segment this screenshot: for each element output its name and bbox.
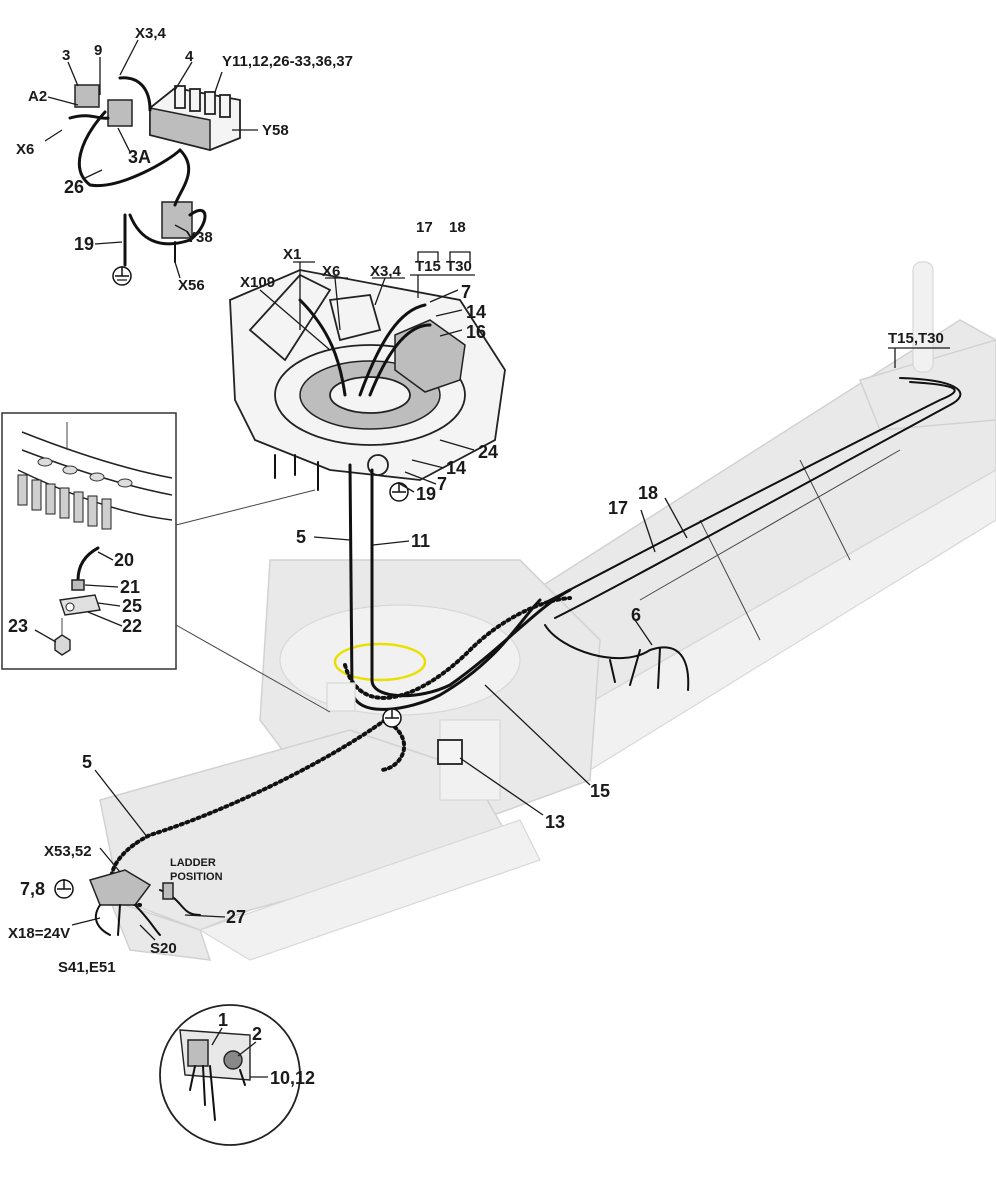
label-15: 15 xyxy=(590,781,610,801)
label-20: 20 xyxy=(114,550,134,570)
label-26: 26 xyxy=(64,177,84,197)
label-22: 22 xyxy=(122,616,142,636)
label-9: 9 xyxy=(94,42,102,59)
label-18-boom: 18 xyxy=(638,483,658,503)
label-t30: T30 xyxy=(446,258,472,275)
leader-lines xyxy=(34,39,950,1078)
label-s41-e51: S41,E51 xyxy=(58,959,116,976)
label-x53-52: X53,52 xyxy=(44,843,92,860)
label-6: 6 xyxy=(631,605,641,625)
label-s20: S20 xyxy=(150,940,177,957)
label-x18: X18=24V xyxy=(8,925,70,942)
label-10-12: 10,12 xyxy=(270,1068,315,1088)
label-t15: T15 xyxy=(415,258,441,275)
label-7-bottom: 7 xyxy=(437,474,447,494)
label-18-top: 18 xyxy=(449,219,466,236)
label-7-8: 7,8 xyxy=(20,879,45,899)
label-ladder: LADDER xyxy=(170,857,216,869)
label-7-top: 7 xyxy=(461,282,471,302)
label-x6-top: X6 xyxy=(16,141,34,158)
label-x56: X56 xyxy=(178,277,205,294)
label-13: 13 xyxy=(545,812,565,832)
label-x109: X109 xyxy=(240,274,275,291)
label-4: 4 xyxy=(185,48,194,65)
label-5-lower: 5 xyxy=(82,752,92,772)
valve-group-detail xyxy=(68,76,241,286)
label-17-top: 17 xyxy=(416,219,433,236)
label-x6-turret: X6 xyxy=(322,263,340,280)
label-3: 3 xyxy=(62,47,70,64)
label-19-bottom: 19 xyxy=(416,484,436,504)
label-t15-t30-boom: T15,T30 xyxy=(888,330,944,347)
label-position: POSITION xyxy=(170,871,223,883)
lower-control-box xyxy=(54,869,201,936)
label-x3-4-turret: X3,4 xyxy=(370,263,402,280)
label-a2: A2 xyxy=(28,88,47,105)
label-x1: X1 xyxy=(283,246,301,263)
label-11: 11 xyxy=(411,531,430,551)
label-24: 24 xyxy=(478,442,498,462)
callout-labels: 3 9 X3,4 4 Y11,12,26-33,36,37 A2 Y58 X6 … xyxy=(8,25,944,1088)
label-5-upper: 5 xyxy=(296,527,306,547)
label-14-bottom: 14 xyxy=(446,458,466,478)
label-y58: Y58 xyxy=(262,122,289,139)
label-2: 2 xyxy=(252,1024,262,1044)
inset-slewing-ring-detail xyxy=(1,412,331,713)
label-17-boom: 17 xyxy=(608,498,628,518)
inset-ladder-switch-detail xyxy=(159,1004,301,1146)
label-y38: Y38 xyxy=(186,229,213,246)
label-14-top: 14 xyxy=(466,302,486,322)
label-1: 1 xyxy=(218,1010,228,1030)
label-23: 23 xyxy=(8,616,28,636)
machine-chassis-ghost xyxy=(99,261,996,961)
label-3a: 3A xyxy=(128,147,151,167)
label-19-top: 19 xyxy=(74,234,94,254)
label-x3-4-top: X3,4 xyxy=(135,25,167,42)
label-27: 27 xyxy=(226,907,246,927)
label-25: 25 xyxy=(122,596,142,616)
label-16: 16 xyxy=(466,322,486,342)
label-21: 21 xyxy=(120,577,140,597)
label-y11: Y11,12,26-33,36,37 xyxy=(222,53,353,70)
